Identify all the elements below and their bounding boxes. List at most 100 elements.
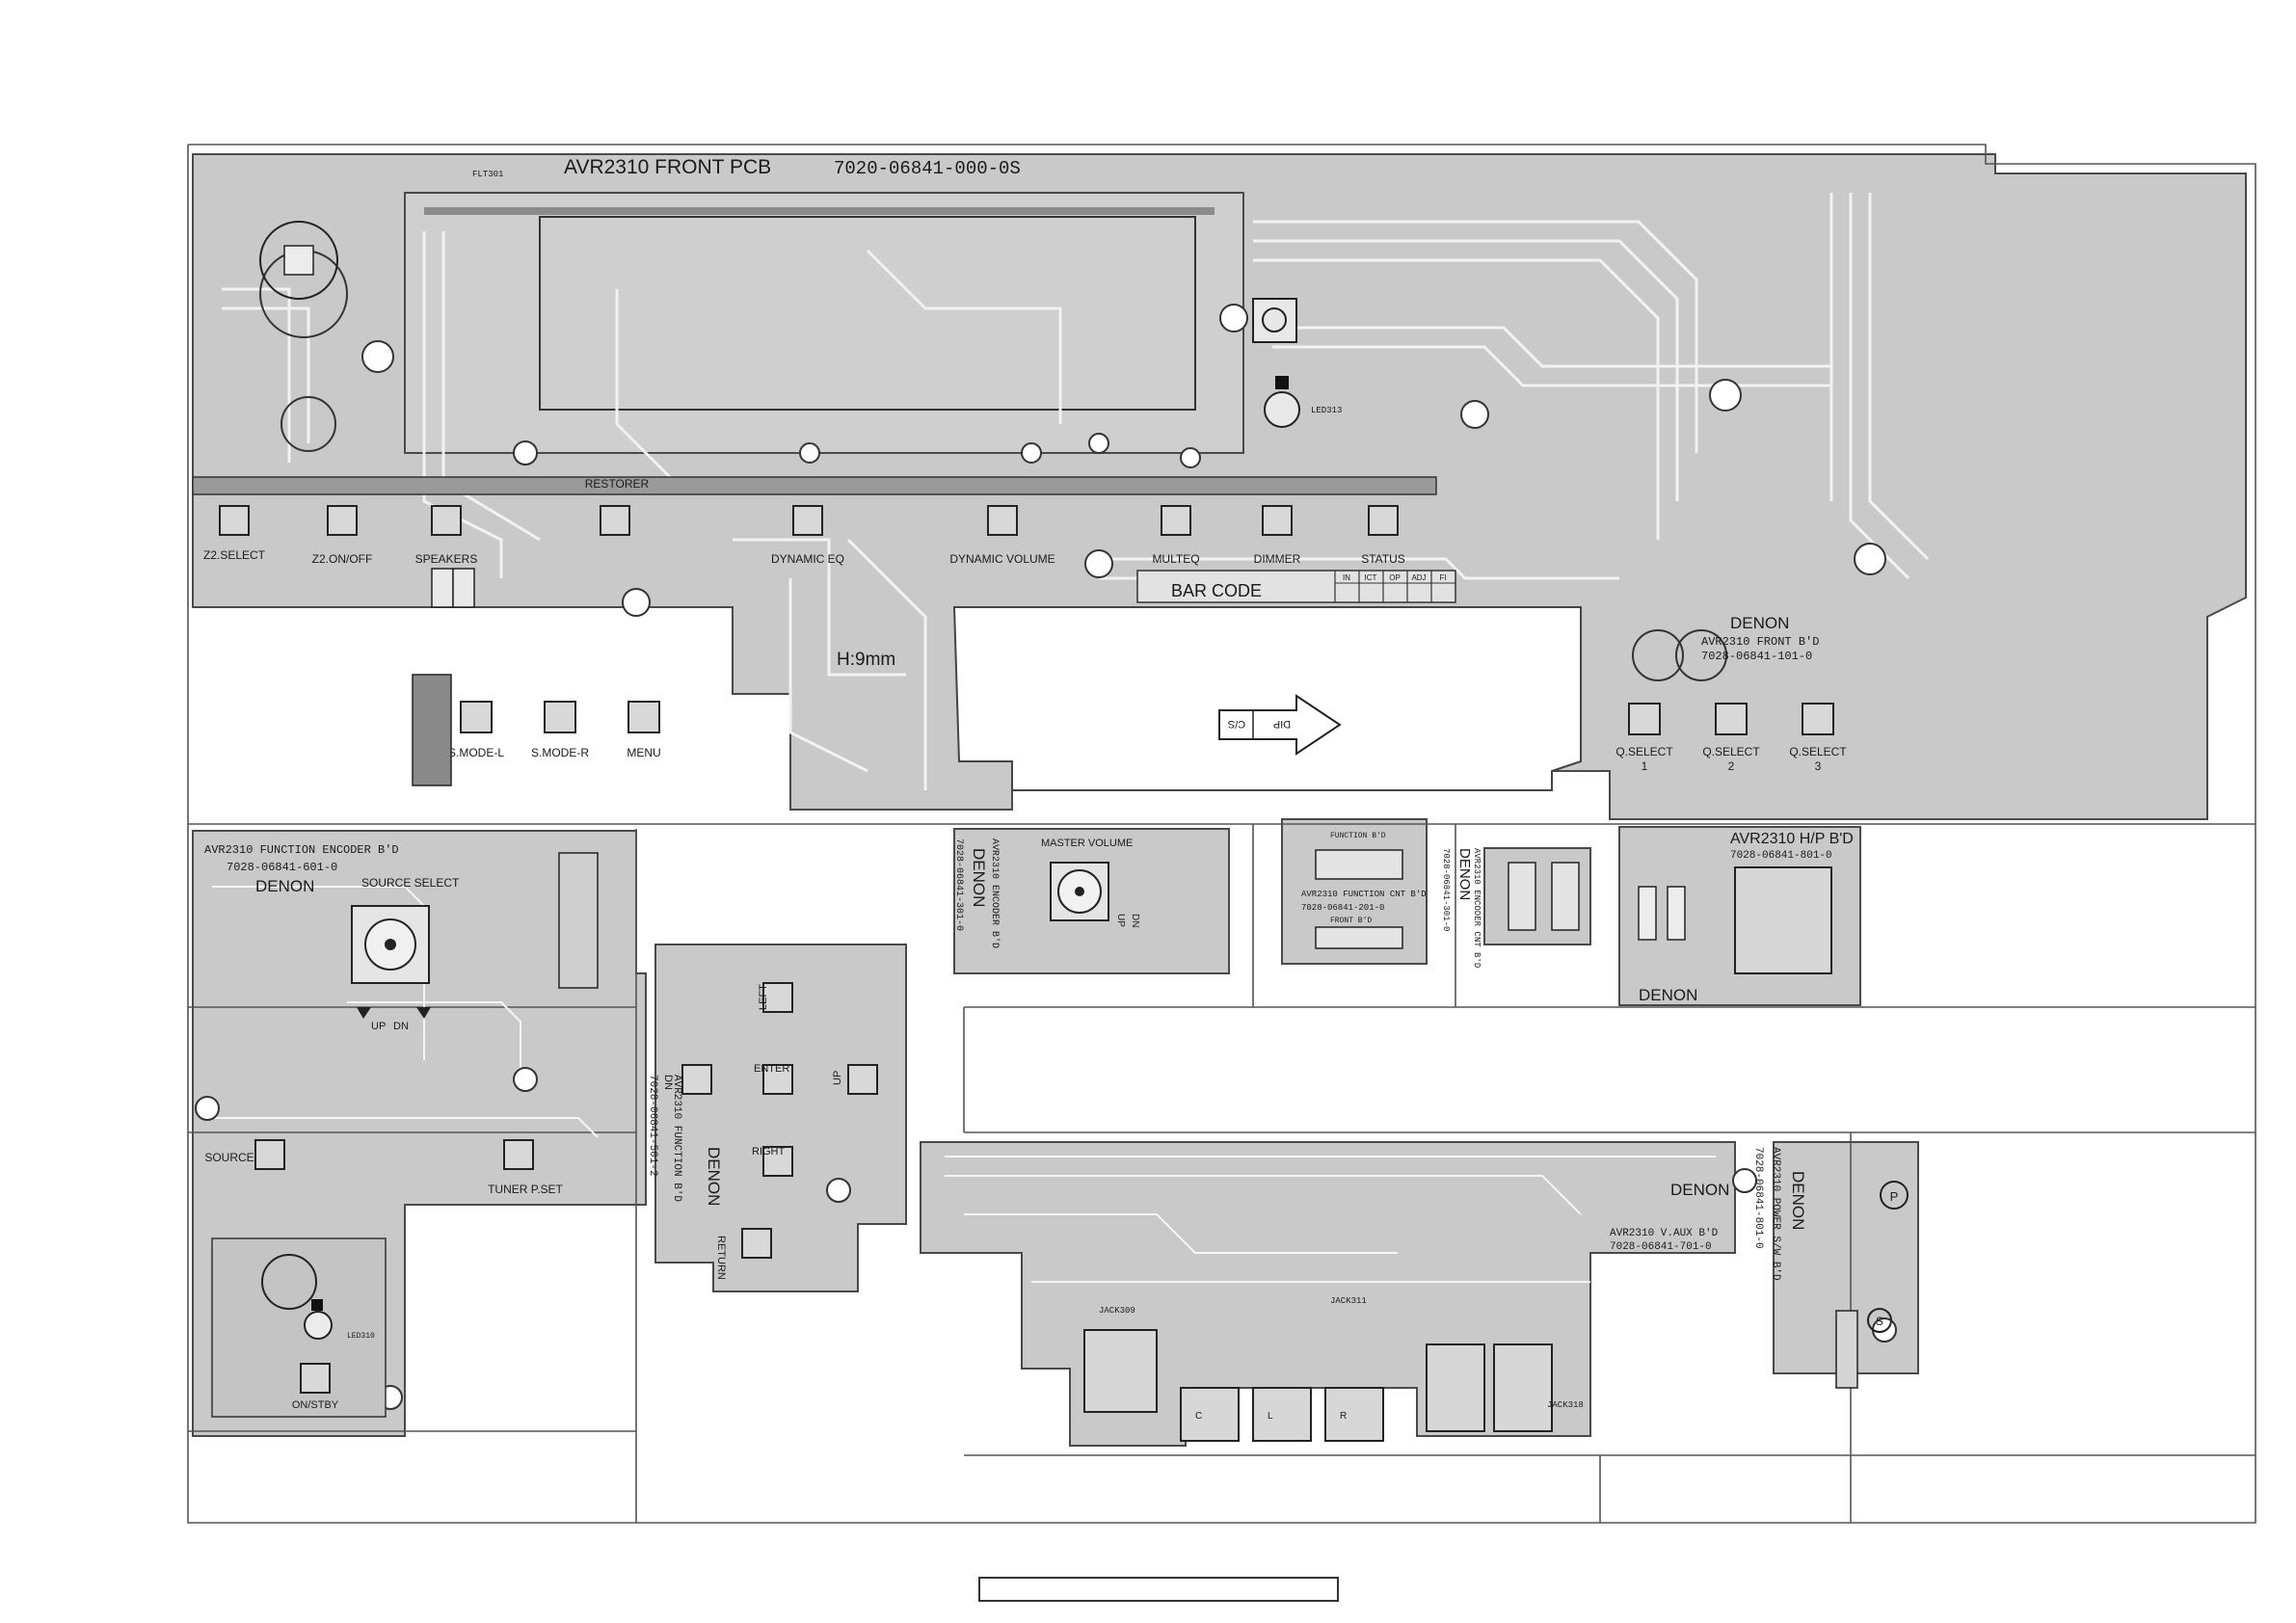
barcode-label: BAR CODE (1171, 581, 1262, 600)
switch-rail (192, 476, 1437, 495)
label-dimmer: DIMMER (1254, 552, 1301, 566)
up-arrow-icon (357, 1007, 371, 1019)
pwr-s-marker (1867, 1308, 1892, 1333)
label-z2-onoff: Z2.ON/OFF (312, 552, 373, 566)
dn-arrow-icon (416, 1007, 431, 1019)
jack-ref-318: JACK318 (1547, 1400, 1584, 1410)
label-z2-select: Z2.SELECT (203, 548, 266, 562)
height-note: H:9mm (837, 650, 895, 670)
led-socket (1264, 391, 1300, 428)
enc-dn-label: DN (1130, 914, 1140, 927)
panel-cutout (952, 606, 1582, 791)
label-qselect-2: Q.SELECT (1702, 745, 1760, 758)
orientation-arrow: C/S DIP (1218, 694, 1342, 756)
channel-r-label: R (1340, 1411, 1347, 1422)
switch-dimmer[interactable] (1262, 505, 1293, 536)
front-board-name: AVR2310 FRONT B'D (1701, 635, 1819, 649)
fe-dn-label: DN (393, 1021, 409, 1032)
fe-board-brand: DENON (255, 877, 314, 895)
switch-tuner-preset[interactable] (503, 1139, 534, 1170)
pwr-p-marker (1880, 1181, 1909, 1210)
barcode-block: BAR CODE IN ICT OP ADJ FI (1136, 570, 1456, 603)
arrow-left-label: C/S (1228, 718, 1245, 730)
label-up: UP (832, 1071, 843, 1085)
jack-ref-311: JACK311 (1330, 1296, 1367, 1306)
switch-dynamic-eq[interactable] (792, 505, 823, 536)
switch-on-standby[interactable] (300, 1363, 331, 1394)
vaux-part: 7028-06841-701-0 (1610, 1241, 1712, 1253)
pwr-p-label: P (1890, 1189, 1899, 1204)
ecnt-brand: DENON (1456, 848, 1473, 900)
barcode-cell-in: IN (1343, 573, 1350, 582)
fcnt-name: AVR2310 FUNCTION CNT B'D (1301, 890, 1427, 899)
barcode-cell-fi: FI (1439, 573, 1446, 582)
switch-multeq[interactable] (1161, 505, 1191, 536)
switch-smode-l[interactable] (460, 701, 493, 733)
front-board-part: 7028-06841-101-0 (1701, 650, 1812, 663)
switch-return[interactable] (741, 1228, 772, 1259)
fcnt-footer: FRONT B'D (1330, 917, 1372, 925)
switch-restorer[interactable] (600, 505, 630, 536)
switch-left[interactable] (762, 982, 793, 1013)
label-qselect-1-num: 1 (1642, 759, 1648, 773)
vaux-name: AVR2310 V.AUX B'D (1610, 1228, 1719, 1239)
switch-smode-r[interactable] (544, 701, 576, 733)
power-components (259, 221, 475, 786)
enc-master-label: MASTER VOLUME (1041, 838, 1133, 849)
led-ref-313: LED313 (1311, 406, 1342, 415)
fcnt-part: 7028-06841-201-0 (1301, 903, 1384, 913)
fe-board-name: AVR2310 FUNCTION ENCODER B'D (204, 843, 399, 857)
led-marker (1275, 376, 1289, 389)
label-right: RIGHT (752, 1146, 786, 1157)
label-qselect-1: Q.SELECT (1615, 745, 1673, 758)
label-restorer: RESTORER (585, 477, 650, 491)
label-status: STATUS (1361, 552, 1405, 566)
switch-menu[interactable] (627, 701, 660, 733)
jack-aux-a (1426, 1344, 1485, 1432)
barcode-cell-ict: ICT (1365, 573, 1377, 582)
function-board-outline (654, 944, 907, 1292)
ecnt-connector-a (1508, 862, 1536, 931)
switch-up[interactable] (847, 1064, 878, 1095)
vfd-display (539, 216, 1196, 411)
switch-z2-onoff[interactable] (327, 505, 358, 536)
enc-up-label: UP (1115, 914, 1126, 927)
switch-status[interactable] (1368, 505, 1399, 536)
label-on-standby: ON/STBY (292, 1399, 339, 1411)
label-tuner-preset: TUNER P.SET (488, 1183, 563, 1196)
switch-dynamic-volume[interactable] (987, 505, 1018, 536)
standby-led-icon (304, 1311, 333, 1340)
title-block (978, 1577, 1339, 1602)
pwr-part: 7028-06841-801-0 (1752, 1147, 1764, 1249)
switch-qselect-2[interactable] (1715, 703, 1748, 735)
switch-qselect-3[interactable] (1802, 703, 1834, 735)
label-multeq: MULTEQ (1152, 552, 1199, 566)
switch-z2-select[interactable] (219, 505, 250, 536)
board-title: AVR2310 FRONT PCB (564, 156, 771, 178)
enc-brand: DENON (970, 848, 988, 907)
hp-brand: DENON (1639, 986, 1697, 1004)
switch-right[interactable] (762, 1146, 793, 1177)
switch-enter[interactable] (762, 1064, 793, 1095)
switch-dn[interactable] (681, 1064, 712, 1095)
channel-l-label: L (1268, 1411, 1273, 1422)
switch-qselect-1[interactable] (1628, 703, 1661, 735)
label-left: LEFT (758, 984, 769, 1010)
barcode-cell-op: OP (1389, 573, 1401, 582)
fe-connector (558, 852, 599, 989)
switch-source[interactable] (254, 1139, 285, 1170)
fb-brand: DENON (705, 1147, 723, 1206)
nav-switch-cluster: LEFT DN ENTER UP RIGHT RETURN (662, 982, 878, 1280)
pwr-s-label: S (1876, 1315, 1883, 1328)
resistor-array (412, 674, 452, 786)
panel-edges (187, 144, 2256, 1524)
ecnt-connector-b (1551, 862, 1580, 931)
front-switch-labels: Z2.SELECT Z2.ON/OFF SPEAKERS RESTORER DY… (203, 477, 1405, 566)
enc-part: 7028-06841-301-0 (953, 838, 964, 931)
fb-name: AVR2310 FUNCTION B'D (671, 1075, 682, 1202)
switch-speakers[interactable] (431, 505, 462, 536)
power-switch[interactable] (1835, 1310, 1858, 1389)
fe-board-part: 7028-06841-601-0 (227, 861, 337, 874)
vaux-brand: DENON (1670, 1181, 1729, 1199)
